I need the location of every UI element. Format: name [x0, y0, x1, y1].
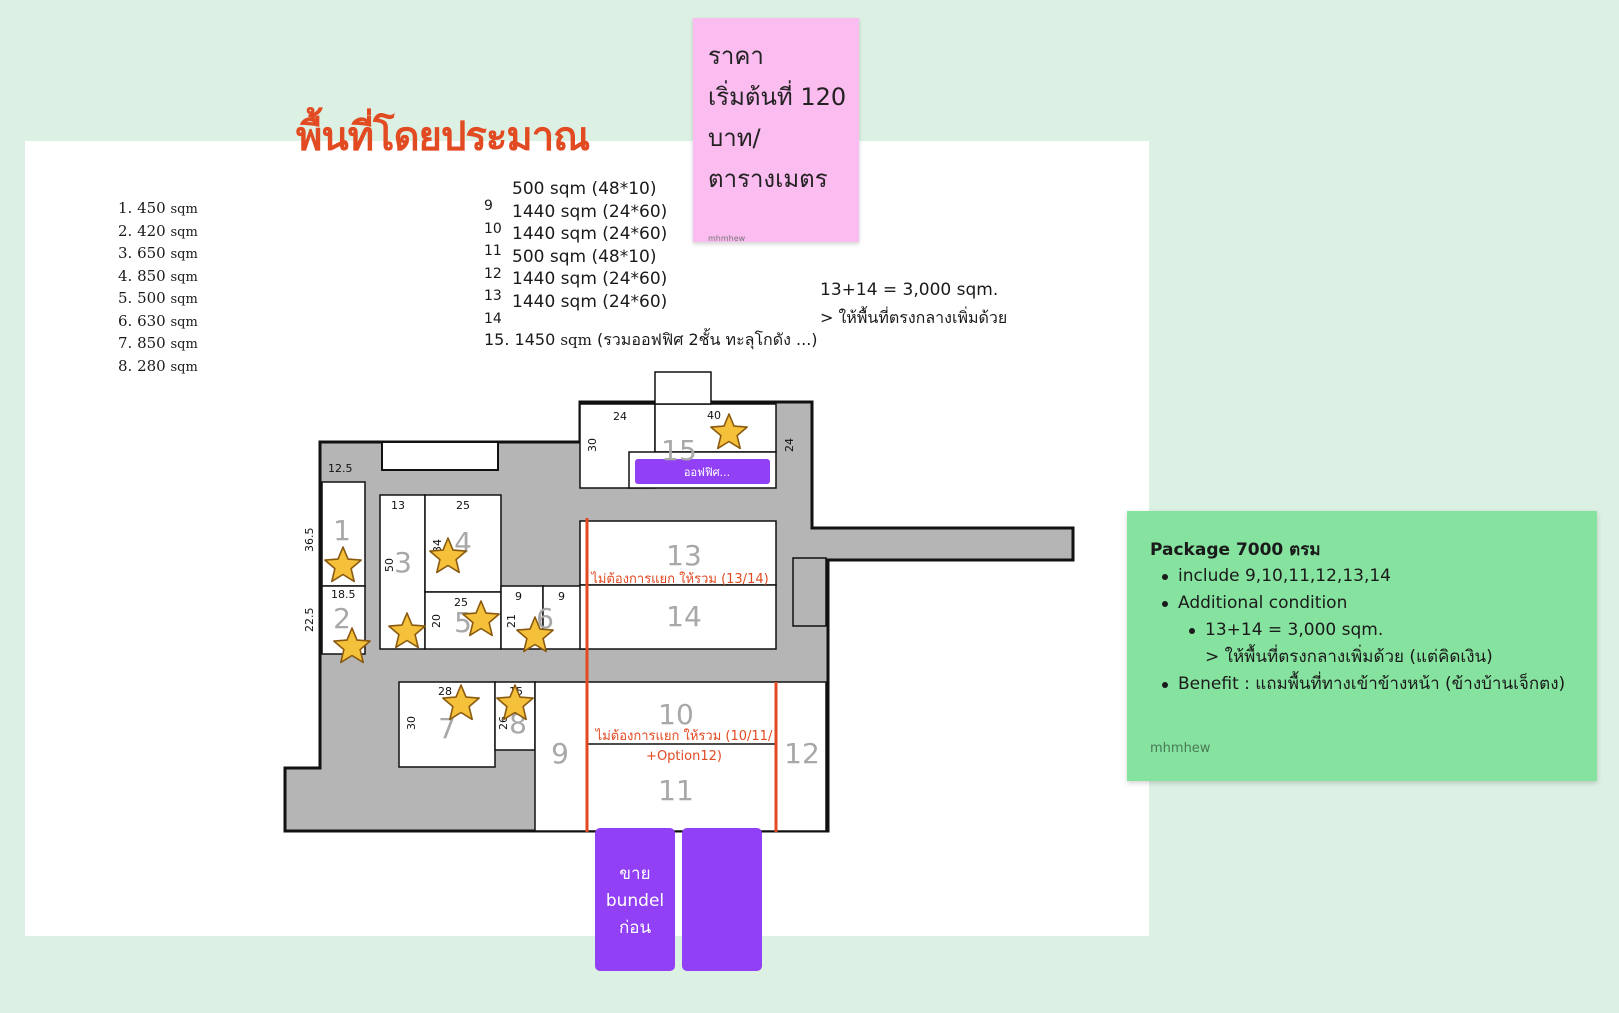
dimension-label: 9 — [515, 590, 522, 603]
list-item: 2. 420 sqm — [118, 221, 198, 240]
star-icon — [324, 546, 362, 583]
dimension-label: 21 — [505, 614, 518, 628]
office-button — [635, 459, 770, 484]
sticky-list: include 9,10,11,12,13,14 Additional cond… — [1150, 563, 1565, 698]
unit-number-13: 13 — [666, 539, 702, 572]
sticky-note-text: ราคา เริ่มต้นที่ 120 บาท/ ตารางเมตร — [708, 42, 847, 193]
star-icon — [388, 612, 426, 649]
area-list-left: 1. 450 sqm 2. 420 sqm 3. 650 sqm 4. 850 … — [118, 197, 198, 377]
list-value: 500 sqm (48*10) — [512, 246, 657, 267]
dimension-label: 13 — [391, 499, 405, 512]
list-item: 7. 850 sqm — [118, 334, 198, 352]
list-item: 6. 630 sqm — [118, 311, 198, 330]
dimension-label: 25 — [454, 596, 468, 609]
list-item: 8. 280 sqm — [118, 356, 198, 375]
list-item: Benefit : แถมพื้นที่ทางเข้าข้างหน้า (ข้า… — [1150, 671, 1565, 698]
area-list-mid-values: 500 sqm (48*10) 1440 sqm (24*60) 1440 sq… — [512, 178, 667, 313]
dimension-label: 12.5 — [328, 462, 353, 475]
list-number: 13 — [484, 288, 502, 304]
unit-number-5: 5 — [454, 606, 472, 639]
unit-number-1: 1 — [333, 514, 351, 547]
list-item: 1. 450 sqm — [118, 199, 198, 217]
plan-note-13-14: ไม่ต้องการแยก ให้รวม (13/14) — [590, 571, 768, 587]
unit-number-2: 2 — [333, 602, 351, 635]
list-item: 5. 500 sqm — [118, 289, 198, 307]
sticky-author: mhmhew — [1150, 741, 1211, 756]
office-button-label: ออฟฟิศ... — [684, 466, 730, 479]
dimension-label: 22.5 — [303, 608, 316, 633]
dimension-label: 40 — [707, 409, 721, 422]
star-icon — [429, 537, 467, 574]
dimension-label: 20 — [430, 614, 443, 628]
list-item: Additional condition — [1150, 590, 1565, 617]
list-value: 1440 sqm (24*60) — [512, 201, 668, 222]
dimension-label: 36.5 — [303, 528, 316, 553]
star-icon — [516, 616, 554, 653]
room-7 — [398, 681, 496, 768]
unit-number-10: 10 — [658, 698, 694, 731]
dimension-label: 24 — [783, 438, 796, 452]
bundle-button[interactable]: ขาย bundel ก่อน — [595, 828, 675, 971]
dimension-label: 26 — [497, 716, 510, 730]
list-number: 10 — [484, 220, 502, 237]
page-title: พื้นที่โดยประมาณ — [296, 114, 590, 160]
sticky-note-price[interactable]: ราคา เริ่มต้นที่ 120 บาท/ ตารางเมตร mhmh… — [693, 18, 859, 243]
list-item: 4. 850 sqm — [118, 266, 198, 285]
sticky-note-package[interactable]: Package 7000 ตรม include 9,10,11,12,13,1… — [1127, 511, 1597, 781]
room-side-right — [792, 557, 827, 627]
room-8 — [494, 681, 536, 751]
dimension-label: 18.5 — [331, 588, 356, 601]
dimension-label: 30 — [586, 438, 599, 452]
note-13-14: 13+14 = 3,000 sqm. > ให้พื้นที่ตรงกลางเพ… — [820, 280, 1008, 327]
room-10-11 — [586, 681, 777, 832]
list-number: 9 — [484, 198, 493, 214]
unit-number-11: 11 — [658, 774, 694, 807]
star-icon — [442, 684, 480, 721]
sticky-title: Package 7000 ตรม — [1150, 540, 1321, 560]
sticky-author: mhmhew — [708, 234, 746, 243]
unit-number-14: 14 — [666, 600, 702, 633]
list-value: 1440 sqm (24*60) — [512, 224, 668, 244]
list-number: 14 — [484, 310, 502, 327]
dimension-label: 28 — [438, 685, 452, 698]
list-item: 3. 650 sqm — [118, 244, 198, 262]
star-icon — [333, 627, 371, 664]
unit-number-12: 12 — [784, 737, 820, 770]
room-top-left — [381, 441, 499, 471]
dimension-label: 50 — [383, 558, 396, 572]
room-4 — [424, 494, 502, 593]
dimension-label: 24 — [613, 410, 627, 423]
list-item: > ให้พื้นที่ตรงกลางเพิ่มด้วย (แต่คิดเงิน… — [1205, 647, 1493, 667]
dimension-label: 30 — [405, 716, 418, 730]
dimension-label: 9 — [558, 590, 565, 603]
list-item: 13+14 = 3,000 sqm. — [1150, 617, 1565, 644]
room-12 — [775, 681, 827, 832]
dimension-label: 25 — [456, 499, 470, 512]
star-icon — [710, 413, 748, 450]
list-number: 11 — [484, 243, 502, 259]
unit-number-6: 6 — [536, 602, 554, 635]
room-14 — [579, 584, 777, 650]
star-icon — [496, 684, 534, 721]
unit-number-3: 3 — [394, 546, 412, 579]
list-number: 12 — [484, 265, 502, 282]
list-value: 1440 sqm (24*60) — [512, 291, 668, 312]
list-item-15: 15. 1450 sqm (รวมออฟฟิศ 2ชั้น ทะลุโกดัง … — [484, 330, 818, 349]
list-item: include 9,10,11,12,13,14 — [1150, 563, 1565, 590]
unit-number-15: 15 — [661, 434, 697, 467]
unit-number-9: 9 — [551, 737, 569, 770]
list-value: 500 sqm (48*10) — [512, 179, 657, 199]
plan-note-10-11-option: +Option12) — [646, 749, 722, 764]
second-purple-button[interactable] — [682, 828, 762, 971]
unit-number-7: 7 — [438, 712, 456, 745]
area-list-mid-numbers: 9 10 11 12 13 14 — [484, 195, 502, 330]
plan-note-10-11: ไม่ต้องการแยก ให้รวม (10/11/ — [595, 728, 773, 744]
list-value: 1440 sqm (24*60) — [512, 269, 668, 289]
room-15-top-annex — [654, 371, 712, 405]
star-icon — [462, 600, 500, 637]
